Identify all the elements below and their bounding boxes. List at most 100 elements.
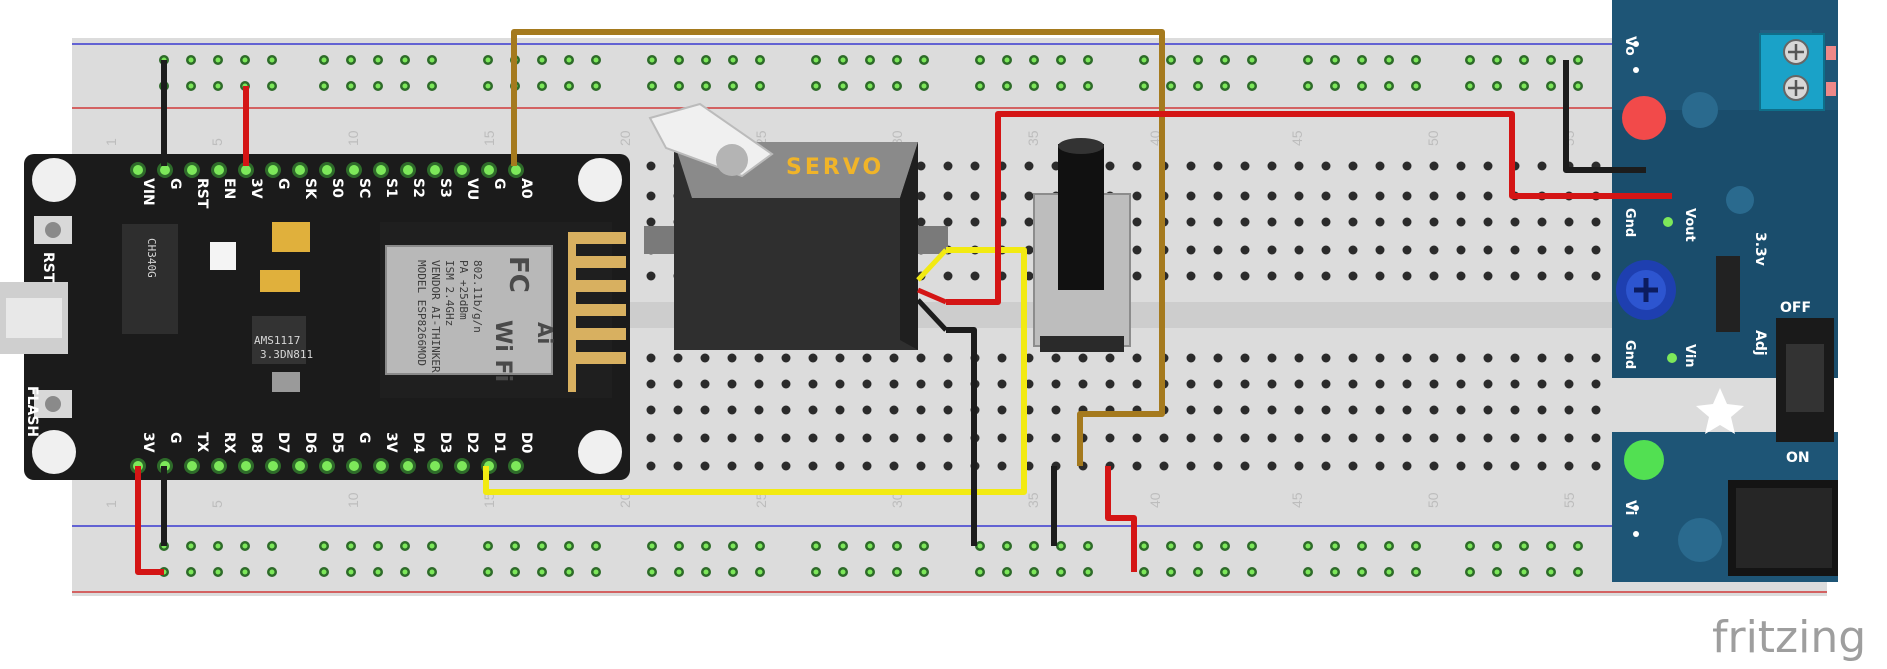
pin-label-3v: 3V [248, 178, 264, 199]
grid-hole [1429, 405, 1439, 415]
pot-shaft[interactable] [1058, 144, 1104, 290]
grid-hole [1321, 461, 1331, 471]
rail-hole-highlight [215, 543, 221, 549]
terminal-pad [1826, 46, 1836, 60]
pad-dot [1633, 505, 1639, 511]
rail-hole-highlight [1494, 543, 1500, 549]
grid-hole [1510, 353, 1520, 363]
grid-hole [1267, 245, 1277, 255]
rail-hole-highlight [649, 57, 655, 63]
rail-hole-highlight [348, 57, 354, 63]
header-pin-highlight [133, 165, 143, 175]
grid-hole [673, 379, 683, 389]
grid-hole [943, 433, 953, 443]
rail-hole-highlight [1521, 57, 1527, 63]
column-numbers-bottom: 1 5 10 15 20 25 30 35 40 45 50 55 [103, 492, 1577, 508]
grid-hole [700, 353, 710, 363]
mounting-hole-icon [32, 430, 76, 474]
grid-hole [646, 379, 656, 389]
grid-hole [916, 217, 926, 227]
grid-hole [943, 271, 953, 281]
grid-hole [808, 353, 818, 363]
rail-hole-highlight [977, 83, 983, 89]
rail-hole-highlight [215, 83, 221, 89]
grid-hole [1483, 245, 1493, 255]
pin-label-3v: 3V [140, 432, 156, 453]
grid-hole [781, 405, 791, 415]
grid-hole [1105, 379, 1115, 389]
grid-hole [1456, 405, 1466, 415]
rail-hole-highlight [813, 83, 819, 89]
rail-hole-highlight [1195, 57, 1201, 63]
capacitor [260, 270, 300, 292]
grid-hole [808, 461, 818, 471]
grid-hole [1294, 271, 1304, 281]
header-pin-highlight [187, 165, 197, 175]
pin-label-g: G [167, 178, 183, 190]
rail-hole-highlight [1548, 57, 1554, 63]
grid-hole [1591, 405, 1601, 415]
grid-hole [1456, 271, 1466, 281]
rail-hole-highlight [1305, 57, 1311, 63]
grid-hole [673, 461, 683, 471]
rail-hole-highlight [813, 569, 819, 575]
pin-label-d4: D4 [410, 432, 426, 454]
col-num-bottom: 1 [103, 500, 119, 508]
potentiometer[interactable] [1033, 138, 1131, 352]
pin-label-rx: RX [221, 432, 237, 454]
grid-hole [835, 353, 845, 363]
regulator-chip [252, 316, 306, 364]
col-num-top: 50 [1425, 130, 1441, 146]
flash-button-cap[interactable] [45, 396, 61, 412]
pin-label-a0: A0 [518, 178, 534, 199]
rail-hole-highlight [1031, 569, 1037, 575]
rail-hole-highlight [1004, 57, 1010, 63]
flash-label: FLASH [24, 386, 40, 437]
grid-hole [1402, 379, 1412, 389]
rail-hole-highlight [1332, 57, 1338, 63]
rail-hole-highlight [1031, 543, 1037, 549]
rst-button-cap[interactable] [45, 222, 61, 238]
grid-hole [916, 433, 926, 443]
grid-hole [673, 405, 683, 415]
grid-hole [916, 161, 926, 171]
grid-hole [1294, 191, 1304, 201]
rail-hole-highlight [566, 569, 572, 575]
servo-motor: SERVO [644, 102, 948, 350]
grid-hole [1321, 271, 1331, 281]
rail-hole-highlight [485, 83, 491, 89]
power-switch-slider[interactable] [1786, 344, 1824, 412]
grid-hole [1591, 461, 1601, 471]
grid-hole [781, 433, 791, 443]
grid-hole [1294, 405, 1304, 415]
vin-label: Vin [1682, 344, 1697, 368]
rail-hole-highlight [215, 57, 221, 63]
grid-hole [727, 433, 737, 443]
grid-hole [1213, 271, 1223, 281]
grid-hole [1321, 433, 1331, 443]
rail-hole-highlight [375, 543, 381, 549]
pot-shaft-top [1058, 138, 1104, 154]
rail-hole-highlight [1467, 543, 1473, 549]
grid-hole [1483, 461, 1493, 471]
grid-hole [1267, 433, 1277, 443]
vout-label: Vout [1682, 208, 1697, 242]
rail-hole-highlight [1359, 543, 1365, 549]
grid-hole [1402, 461, 1412, 471]
servo-side [900, 142, 918, 350]
rail-hole-highlight [1494, 569, 1500, 575]
grid-hole [1240, 405, 1250, 415]
grid-hole [1186, 161, 1196, 171]
servo-horn-hub [716, 144, 748, 176]
rail-hole-highlight [566, 543, 572, 549]
grid-hole [862, 461, 872, 471]
rail-hole-highlight [1548, 569, 1554, 575]
grid-hole [781, 461, 791, 471]
rail-hole-highlight [429, 543, 435, 549]
rail-hole-highlight [1521, 569, 1527, 575]
grid-hole [1348, 379, 1358, 389]
grid-hole [1294, 461, 1304, 471]
grid-hole [1267, 271, 1277, 281]
grid-hole [1267, 379, 1277, 389]
rail-hole-highlight [269, 83, 275, 89]
